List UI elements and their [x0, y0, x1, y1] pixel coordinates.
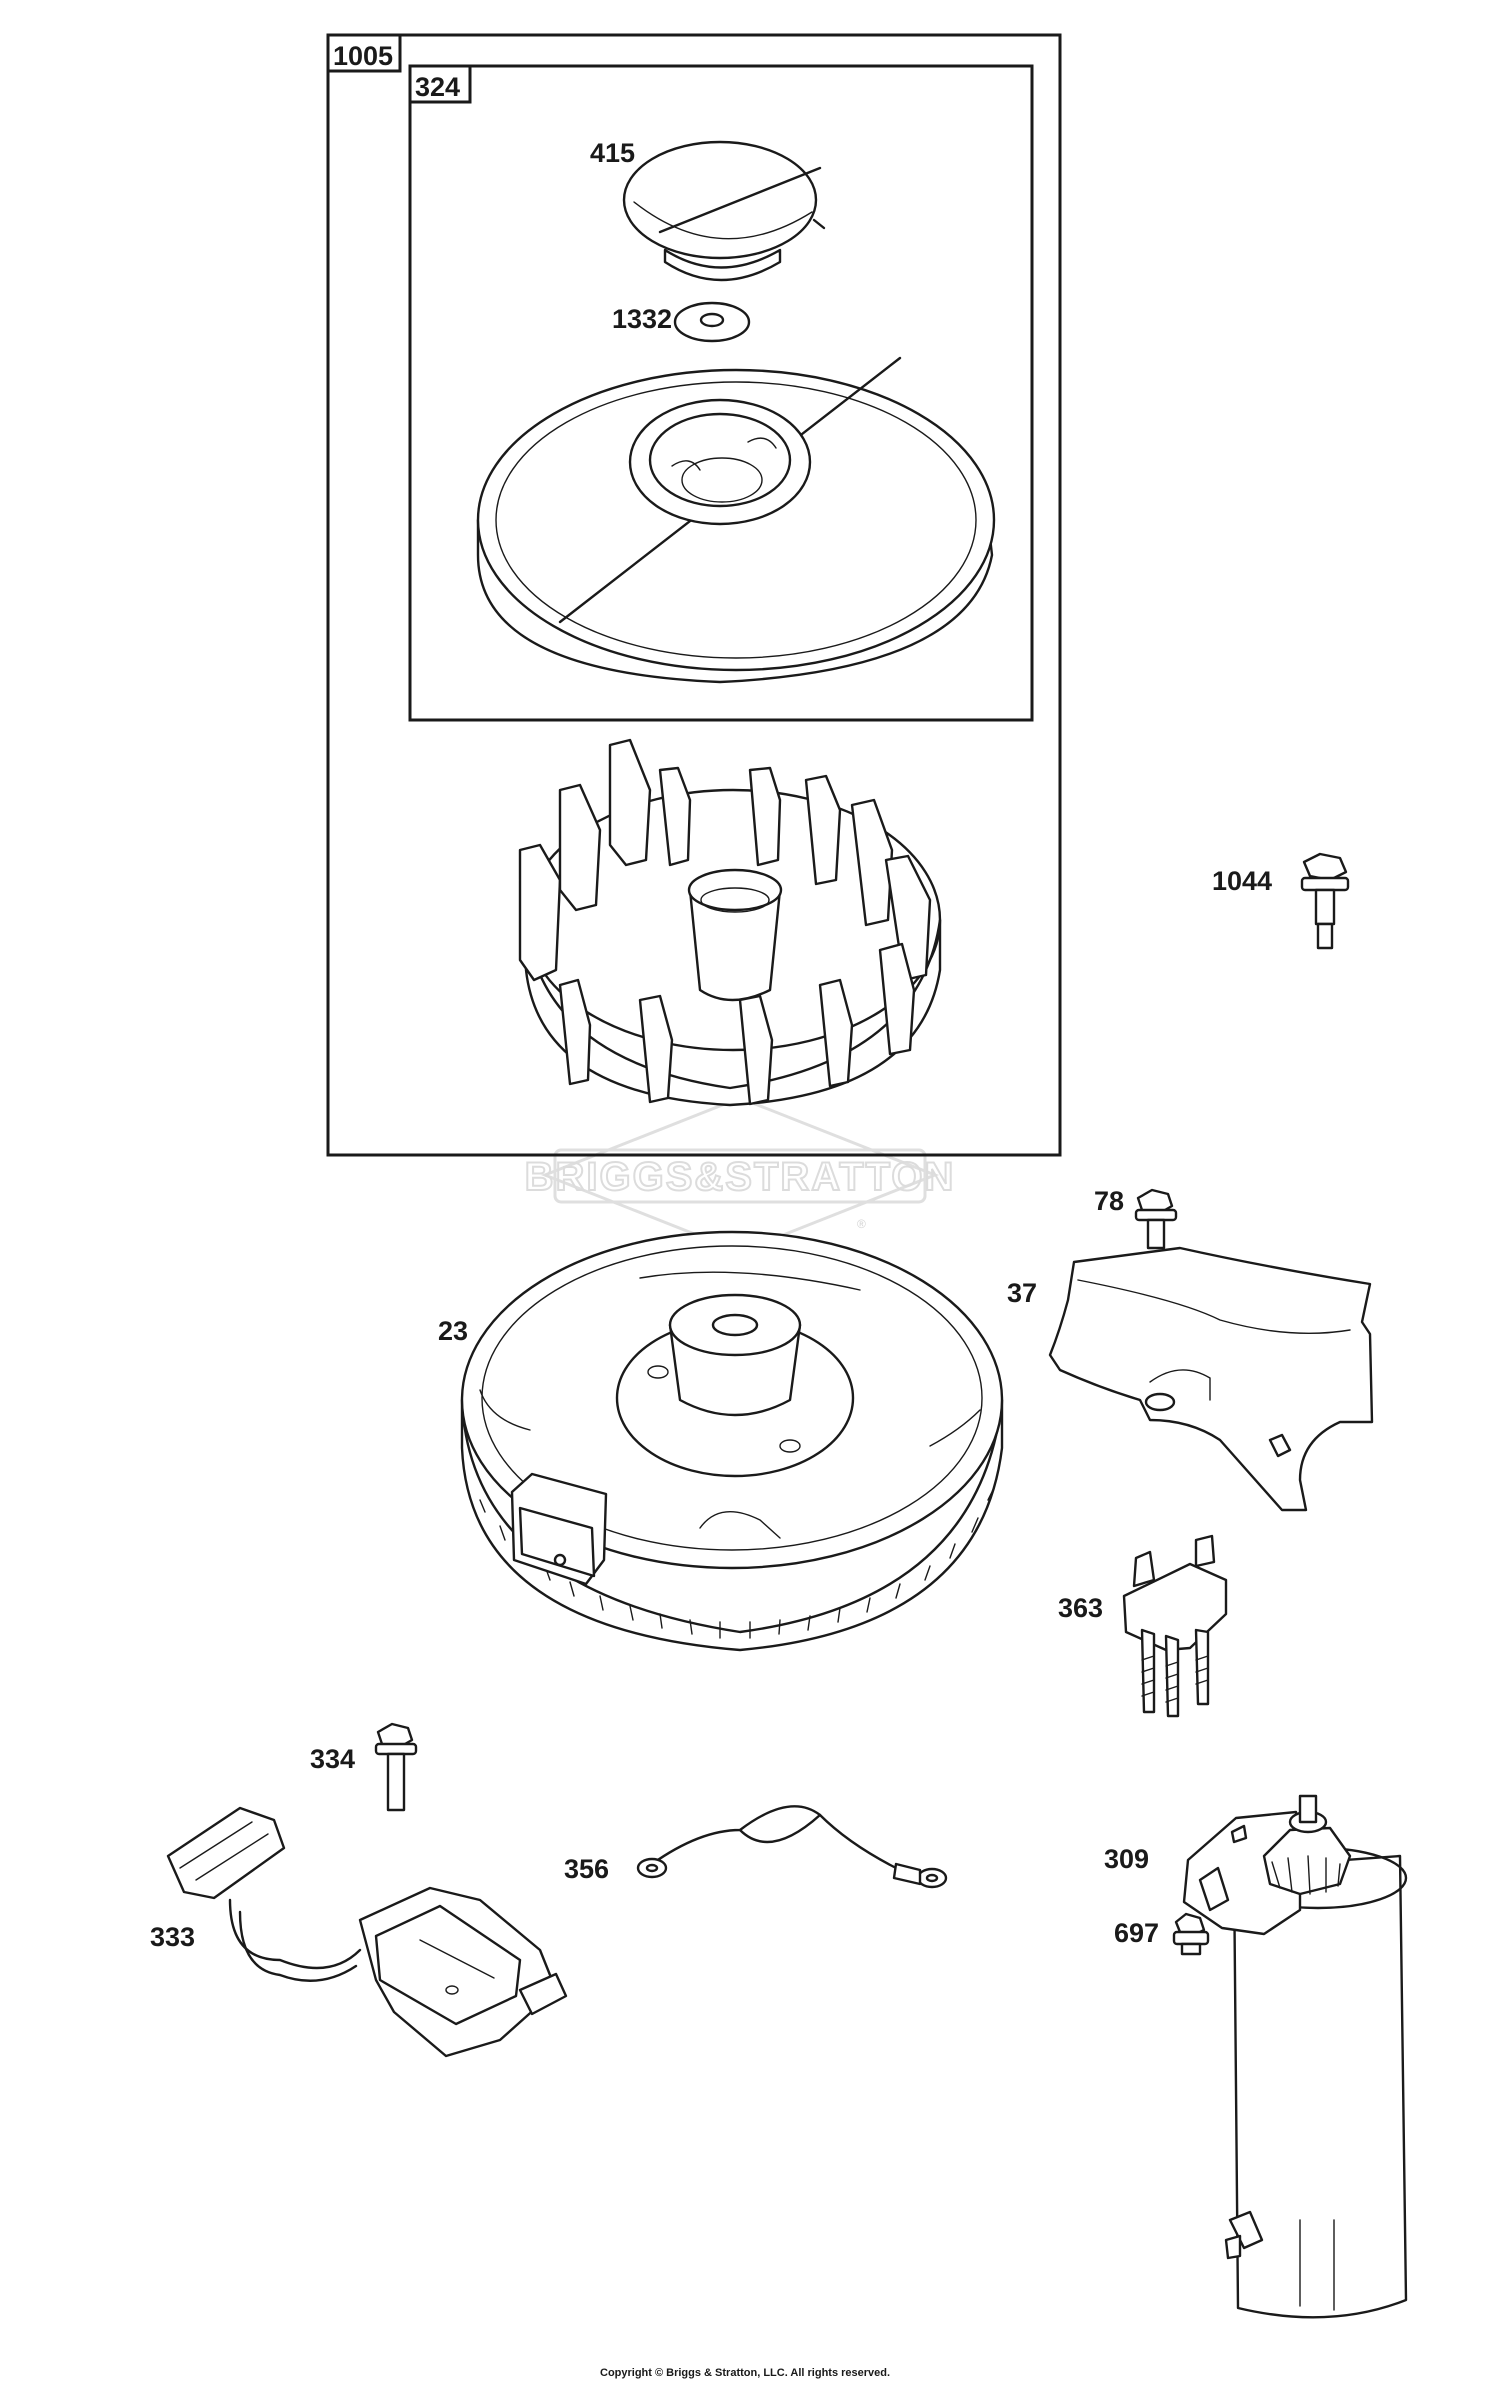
part-air-guide-37[interactable] — [1048, 1246, 1374, 1512]
callout-37[interactable]: 37 — [1007, 1278, 1037, 1308]
watermark-brand: BRIGGS&STRATTON — [525, 1155, 956, 1199]
part-blower-cover[interactable] — [476, 356, 996, 684]
part-flywheel-23[interactable] — [460, 1230, 1004, 1652]
part-cap-415[interactable] — [622, 140, 826, 282]
callout-363[interactable]: 363 — [1058, 1593, 1103, 1623]
callout-697[interactable]: 697 — [1114, 1918, 1159, 1948]
brand-watermark: BRIGGS&STRATTON ® — [524, 1096, 956, 1254]
part-screw-697[interactable] — [1172, 1912, 1210, 1956]
part-cooling-fan[interactable] — [518, 738, 942, 1107]
part-screw-334[interactable] — [374, 1722, 418, 1812]
callout-356[interactable]: 356 — [564, 1854, 609, 1884]
callout-333[interactable]: 333 — [150, 1922, 195, 1952]
callout-1005[interactable]: 1005 — [333, 41, 393, 71]
kit-box-324: 324 — [408, 64, 1034, 722]
watermark-registered: ® — [857, 1217, 866, 1231]
copyright-text: Copyright © Briggs & Stratton, LLC. All … — [600, 2367, 890, 2379]
kit-box-1005: 1005 — [326, 33, 1062, 1157]
callout-78[interactable]: 78 — [1094, 1186, 1124, 1216]
callout-1332[interactable]: 1332 — [612, 304, 672, 334]
callout-23[interactable]: 23 — [438, 1316, 468, 1346]
part-starter-309[interactable] — [1182, 1794, 1408, 2319]
part-screw-1044[interactable] — [1300, 852, 1350, 950]
part-bracket-363[interactable] — [1122, 1534, 1228, 1718]
callout-324[interactable]: 324 — [415, 72, 460, 102]
callout-309[interactable]: 309 — [1104, 1844, 1149, 1874]
callout-334[interactable]: 334 — [310, 1744, 355, 1774]
part-ground-wire-356[interactable] — [636, 1805, 948, 1889]
part-screw-78[interactable] — [1134, 1188, 1178, 1250]
part-ignition-coil-333[interactable] — [166, 1806, 568, 2058]
callout-1044[interactable]: 1044 — [1212, 866, 1272, 896]
callout-415[interactable]: 415 — [590, 138, 635, 168]
part-washer-1332[interactable] — [673, 301, 751, 343]
